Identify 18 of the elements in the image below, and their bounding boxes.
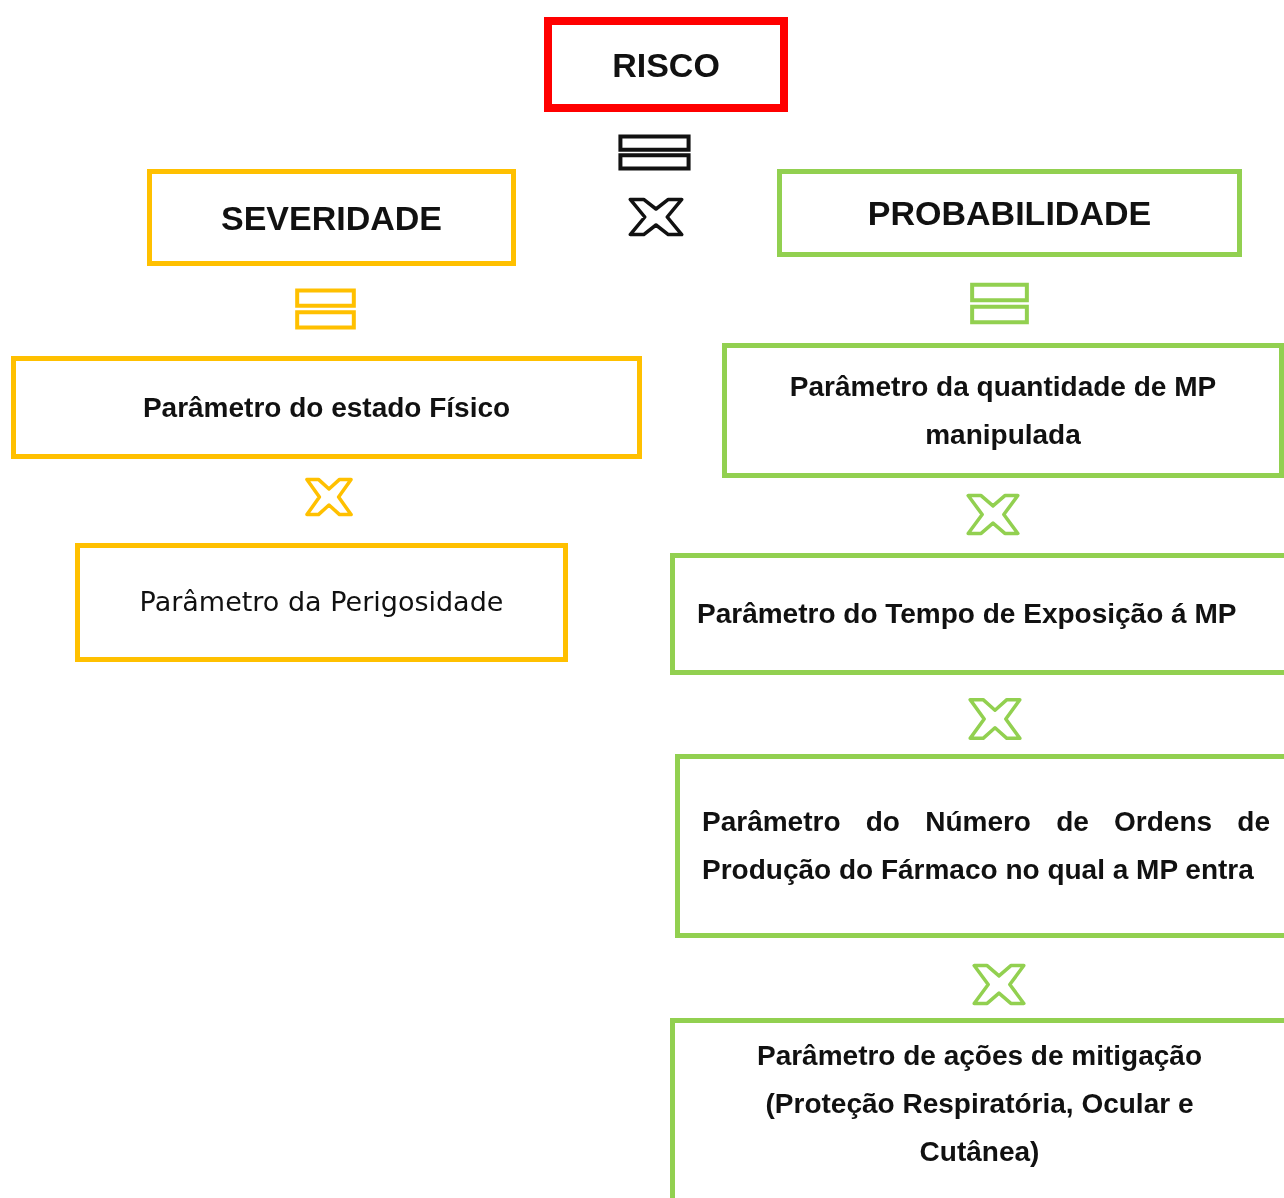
parameter-text: Parâmetro de ações de mitigação (Proteção Respiratória, Ocular e Cutânea) [755, 1038, 1204, 1169]
process-box [75, 543, 568, 662]
process-box [11, 356, 642, 459]
parameter-text: Parâmetro da Perigosidade [139, 585, 504, 619]
parameter-text: Parâmetro da quantidade de MP manipulada [788, 369, 1218, 452]
heading-text: RISCO [612, 44, 720, 85]
process-box [675, 754, 1284, 938]
parameter-text: Parâmetro do Tempo de Exposição á MP [697, 597, 1238, 631]
heading-text: SEVERIDADE [220, 197, 443, 238]
process-box [670, 1018, 1284, 1198]
parameter-text: Parâmetro do estado Físico [142, 390, 511, 425]
parameter-text: Parâmetro do Número de Ordens de Produção do Fármaco no qual a MP entra [702, 805, 1270, 887]
process-box [777, 169, 1242, 257]
process-box [544, 17, 788, 112]
process-box [147, 169, 516, 266]
process-box [670, 553, 1284, 675]
process-box [722, 343, 1284, 478]
heading-text: PROBABILIDADE [867, 193, 1152, 233]
